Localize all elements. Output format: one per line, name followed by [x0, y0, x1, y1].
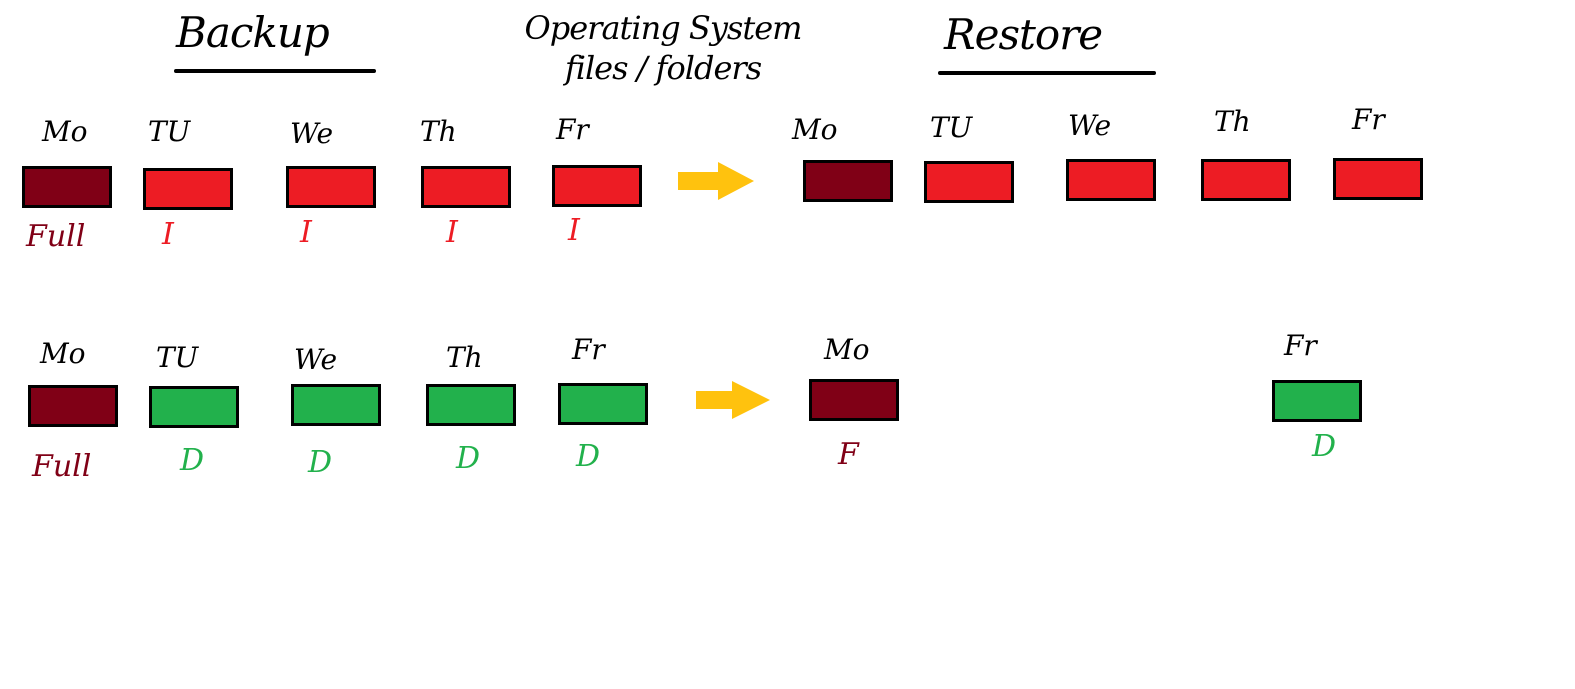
differential-backup-box: [149, 386, 239, 428]
day-label-mo: Mo: [792, 113, 838, 146]
incremental-restore-box: [1066, 159, 1156, 201]
day-label-fr: Fr: [1284, 329, 1317, 362]
incremental-restore-box: [1333, 158, 1423, 200]
incremental-backup-box: [552, 165, 642, 207]
incremental-backup-box: [143, 168, 233, 210]
incremental-backup-box: [286, 166, 376, 208]
restore-heading: Restore: [944, 10, 1103, 59]
arrow-right-icon: [678, 162, 754, 200]
differential-backup-box: [558, 383, 648, 425]
day-label-fr: Fr: [556, 113, 589, 146]
arrow-right-shape: [678, 162, 754, 200]
restore-heading-underline: [938, 71, 1156, 75]
day-label-tu: TU: [148, 115, 191, 148]
full-backup-box: [22, 166, 112, 208]
backup-heading: Backup: [176, 8, 330, 57]
differential-restore-box: [1272, 380, 1362, 422]
full-tag: F: [838, 437, 859, 472]
differential-tag: D: [1312, 429, 1337, 464]
day-label-we: We: [1068, 109, 1112, 142]
differential-tag: D: [456, 441, 481, 476]
day-label-th: Th: [446, 341, 483, 374]
day-label-we: We: [290, 117, 334, 150]
day-label-fr: Fr: [572, 333, 605, 366]
differential-backup-box: [291, 384, 381, 426]
day-label-tu: TU: [156, 341, 199, 374]
full-backup-box: [28, 385, 118, 427]
differential-tag: D: [180, 443, 205, 478]
files-folders-title: files / folders: [564, 49, 762, 87]
incremental-restore-box: [924, 161, 1014, 203]
incremental-backup-box: [421, 166, 511, 208]
differential-tag: D: [308, 445, 333, 480]
full-tag: Full: [32, 449, 92, 484]
full-restore-box: [809, 379, 899, 421]
incremental-tag: I: [300, 215, 312, 250]
day-label-mo: Mo: [824, 333, 870, 366]
day-label-mo: Mo: [42, 115, 88, 148]
day-label-we: We: [294, 343, 338, 376]
full-tag: Full: [26, 219, 86, 254]
day-label-fr: Fr: [1352, 103, 1385, 136]
day-label-mo: Mo: [40, 337, 86, 370]
arrow-right-shape: [696, 381, 770, 419]
day-label-th: Th: [420, 115, 457, 148]
backup-heading-underline: [174, 69, 376, 73]
full-restore-box: [803, 160, 893, 202]
incremental-tag: I: [162, 217, 174, 252]
arrow-right-icon: [696, 381, 770, 419]
incremental-restore-box: [1201, 159, 1291, 201]
incremental-tag: I: [568, 213, 580, 248]
differential-backup-box: [426, 384, 516, 426]
differential-tag: D: [576, 439, 601, 474]
operating-system-title: Operating System: [524, 9, 803, 47]
incremental-tag: I: [446, 215, 458, 250]
day-label-th: Th: [1214, 105, 1251, 138]
day-label-tu: TU: [930, 111, 973, 144]
